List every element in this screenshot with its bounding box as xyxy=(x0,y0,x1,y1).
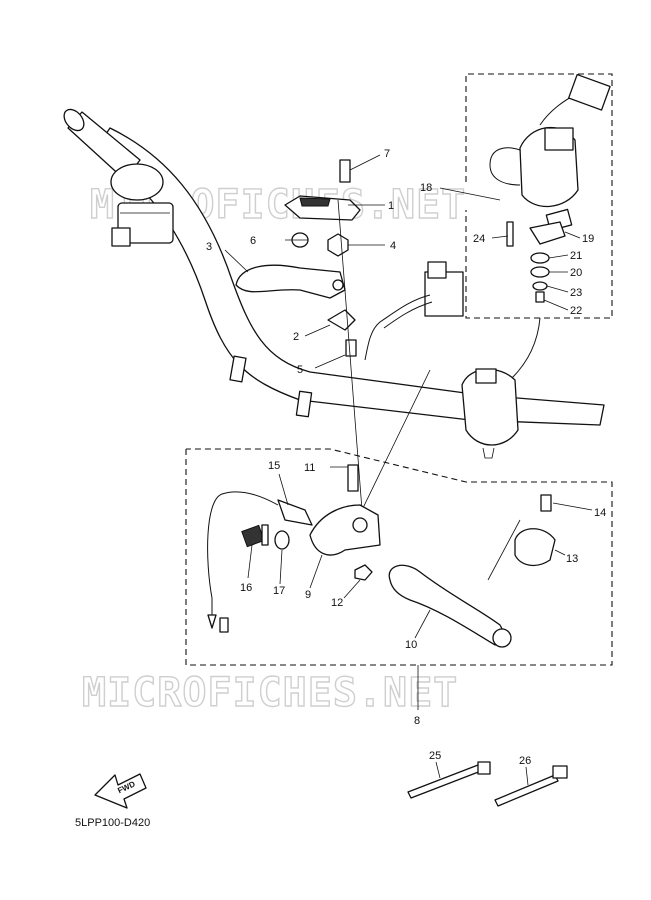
callout-23: 23 xyxy=(570,287,582,299)
alignment-line-3 xyxy=(487,519,521,581)
callout-21: 21 xyxy=(570,250,582,262)
callout-20: 20 xyxy=(570,267,582,279)
diagram-code: 5LPP100-D420 xyxy=(75,817,150,829)
callout-19: 19 xyxy=(582,233,594,245)
callout-12: 12 xyxy=(331,597,343,609)
alignment-line-2 xyxy=(361,369,431,511)
leader-lines xyxy=(224,154,593,786)
callout-11: 11 xyxy=(304,462,315,474)
lever-assembly-box xyxy=(185,448,613,666)
small-parts-19-24 xyxy=(506,221,566,303)
lever-3 xyxy=(235,264,346,299)
connector xyxy=(364,261,464,361)
watermark-bottom: MICROFICHES.NET xyxy=(82,670,458,716)
callout-4: 4 xyxy=(390,240,396,252)
adjuster-16-17 xyxy=(241,524,290,550)
alignment-line xyxy=(337,199,363,511)
switch-wire xyxy=(511,317,541,379)
callout-13: 13 xyxy=(566,553,578,565)
bracket-1 xyxy=(284,159,361,257)
fwd-arrow-icon: FWD xyxy=(94,773,147,809)
callout-25: 25 xyxy=(429,750,441,762)
callout-9: 9 xyxy=(305,589,311,601)
cable-tie-26 xyxy=(494,765,568,807)
left-grip xyxy=(63,108,141,181)
cable-15 xyxy=(207,491,313,633)
callout-6: 6 xyxy=(250,235,256,247)
cable-tie-25 xyxy=(407,761,491,799)
master-cylinder xyxy=(110,163,174,247)
switch-group-box xyxy=(465,73,613,319)
parts-2-5 xyxy=(327,309,357,357)
parts-13-14 xyxy=(514,494,556,567)
callout-10: 10 xyxy=(405,639,417,651)
callouts: 1 2 3 4 5 6 7 8 9 10 11 12 13 14 15 16 1… xyxy=(206,148,606,767)
callout-15: 15 xyxy=(268,460,280,472)
lever-holder-9 xyxy=(309,464,381,581)
callout-17: 17 xyxy=(273,585,285,597)
callout-26: 26 xyxy=(519,755,531,767)
switch-assembly-18 xyxy=(489,73,611,232)
callout-22: 22 xyxy=(570,305,582,317)
callout-7: 7 xyxy=(384,148,390,160)
callout-1: 1 xyxy=(388,200,394,212)
callout-18: 18 xyxy=(420,182,432,194)
callout-3: 3 xyxy=(206,241,212,253)
callout-8: 8 xyxy=(414,715,420,727)
lever-10 xyxy=(388,564,512,648)
right-switch-on-bar xyxy=(461,368,519,459)
callout-14: 14 xyxy=(594,507,606,519)
handlebar xyxy=(94,127,605,426)
callout-5: 5 xyxy=(297,364,303,376)
callout-24: 24 xyxy=(473,233,485,245)
callout-2: 2 xyxy=(293,331,299,343)
callout-16: 16 xyxy=(240,582,252,594)
